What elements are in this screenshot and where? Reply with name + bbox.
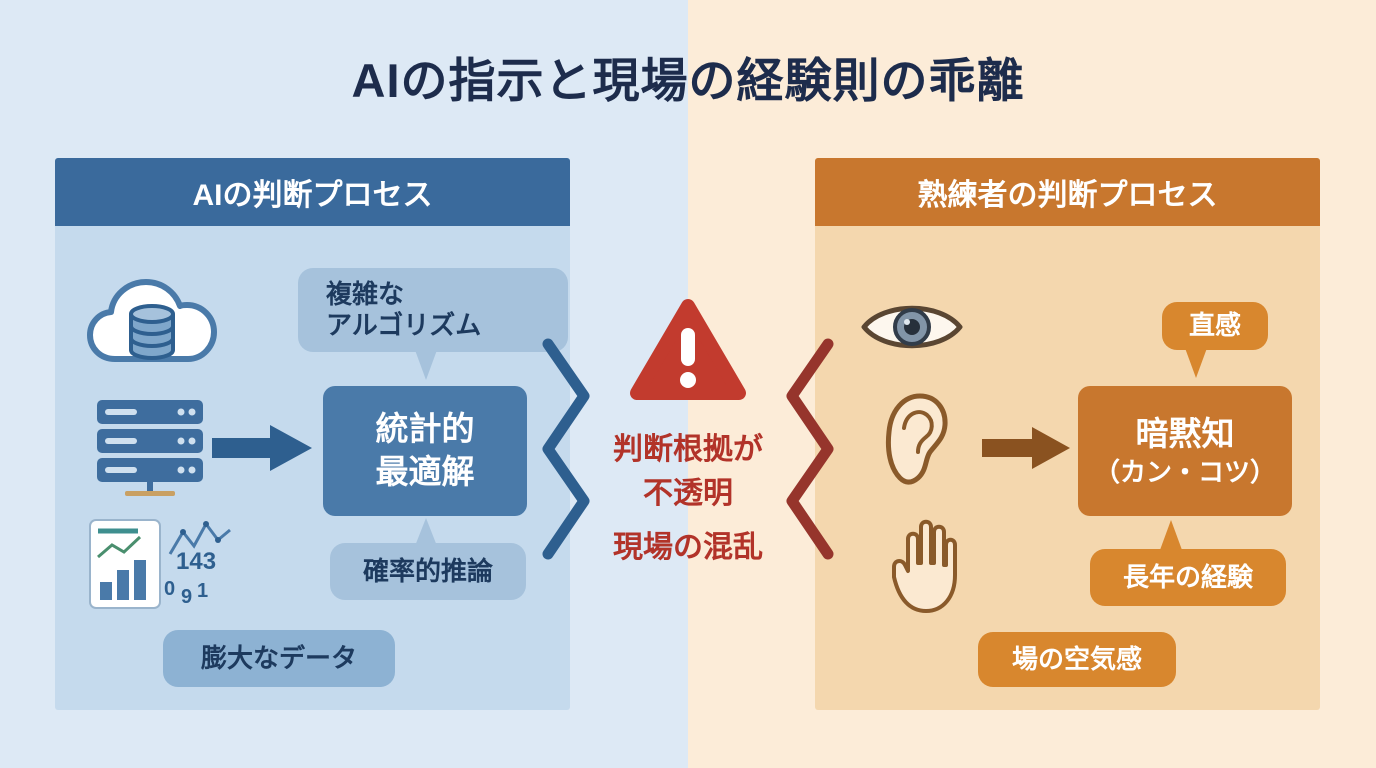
confusion-text-block: 現場の混乱 (575, 526, 801, 570)
warning-text-block: 判断根拠が 不透明 (575, 428, 801, 515)
big-data-bubble: 膨大なデータ (163, 630, 395, 687)
inference-bubble: 確率的推論 (330, 543, 526, 600)
arrow-right-icon (982, 427, 1070, 474)
inference-bubble-tail (415, 518, 437, 546)
ai-panel-header: AIの判断プロセス (55, 158, 570, 226)
experience-bubble-tail (1160, 520, 1182, 550)
cloud-database-icon (85, 262, 225, 397)
chart-number: 143 (176, 548, 217, 575)
tacit-knowledge-box: 暗黙知 （カン・コツ） (1078, 386, 1292, 516)
warning-text-line1: 判断根拠が (613, 433, 763, 466)
algorithm-bubble-tail (415, 350, 437, 380)
conflict-zigzag-left-icon (540, 338, 592, 565)
warning-text-line2: 不透明 (643, 476, 733, 510)
server-icon (95, 398, 205, 503)
statistical-solution-line1: 統計的 (375, 410, 475, 448)
algorithm-bubble-line1: 複雑な (326, 278, 405, 309)
hand-icon (880, 515, 960, 620)
warning-triangle-icon (628, 296, 748, 407)
charts-icon (88, 512, 236, 619)
expert-panel-header: 熟練者の判断プロセス (815, 158, 1320, 226)
tacit-knowledge-line1: 暗黙知 (1135, 414, 1235, 452)
ear-icon (882, 390, 950, 497)
chart-number: 1 (197, 580, 209, 602)
algorithm-bubble: 複雑な アルゴリズム (298, 268, 568, 352)
page-title: AIの指示と現場の経験則の乖離 (351, 54, 1025, 107)
chart-number: 9 (181, 586, 193, 608)
statistical-solution-box: 統計的 最適解 (323, 386, 527, 516)
experience-bubble: 長年の経験 (1090, 549, 1286, 606)
tacit-knowledge-line2: （カン・コツ） (1093, 456, 1276, 487)
statistical-solution-line2: 最適解 (375, 453, 475, 490)
intuition-bubble-tail (1185, 348, 1207, 378)
eye-icon (860, 296, 964, 363)
algorithm-bubble-line2: アルゴリズム (326, 310, 482, 340)
intuition-bubble: 直感 (1162, 302, 1268, 350)
conflict-zigzag-right-icon (784, 338, 836, 565)
arrow-right-icon (212, 425, 312, 476)
atmosphere-bubble: 場の空気感 (978, 632, 1176, 687)
chart-number: 0 (164, 578, 176, 600)
confusion-text-line: 現場の混乱 (613, 531, 763, 564)
